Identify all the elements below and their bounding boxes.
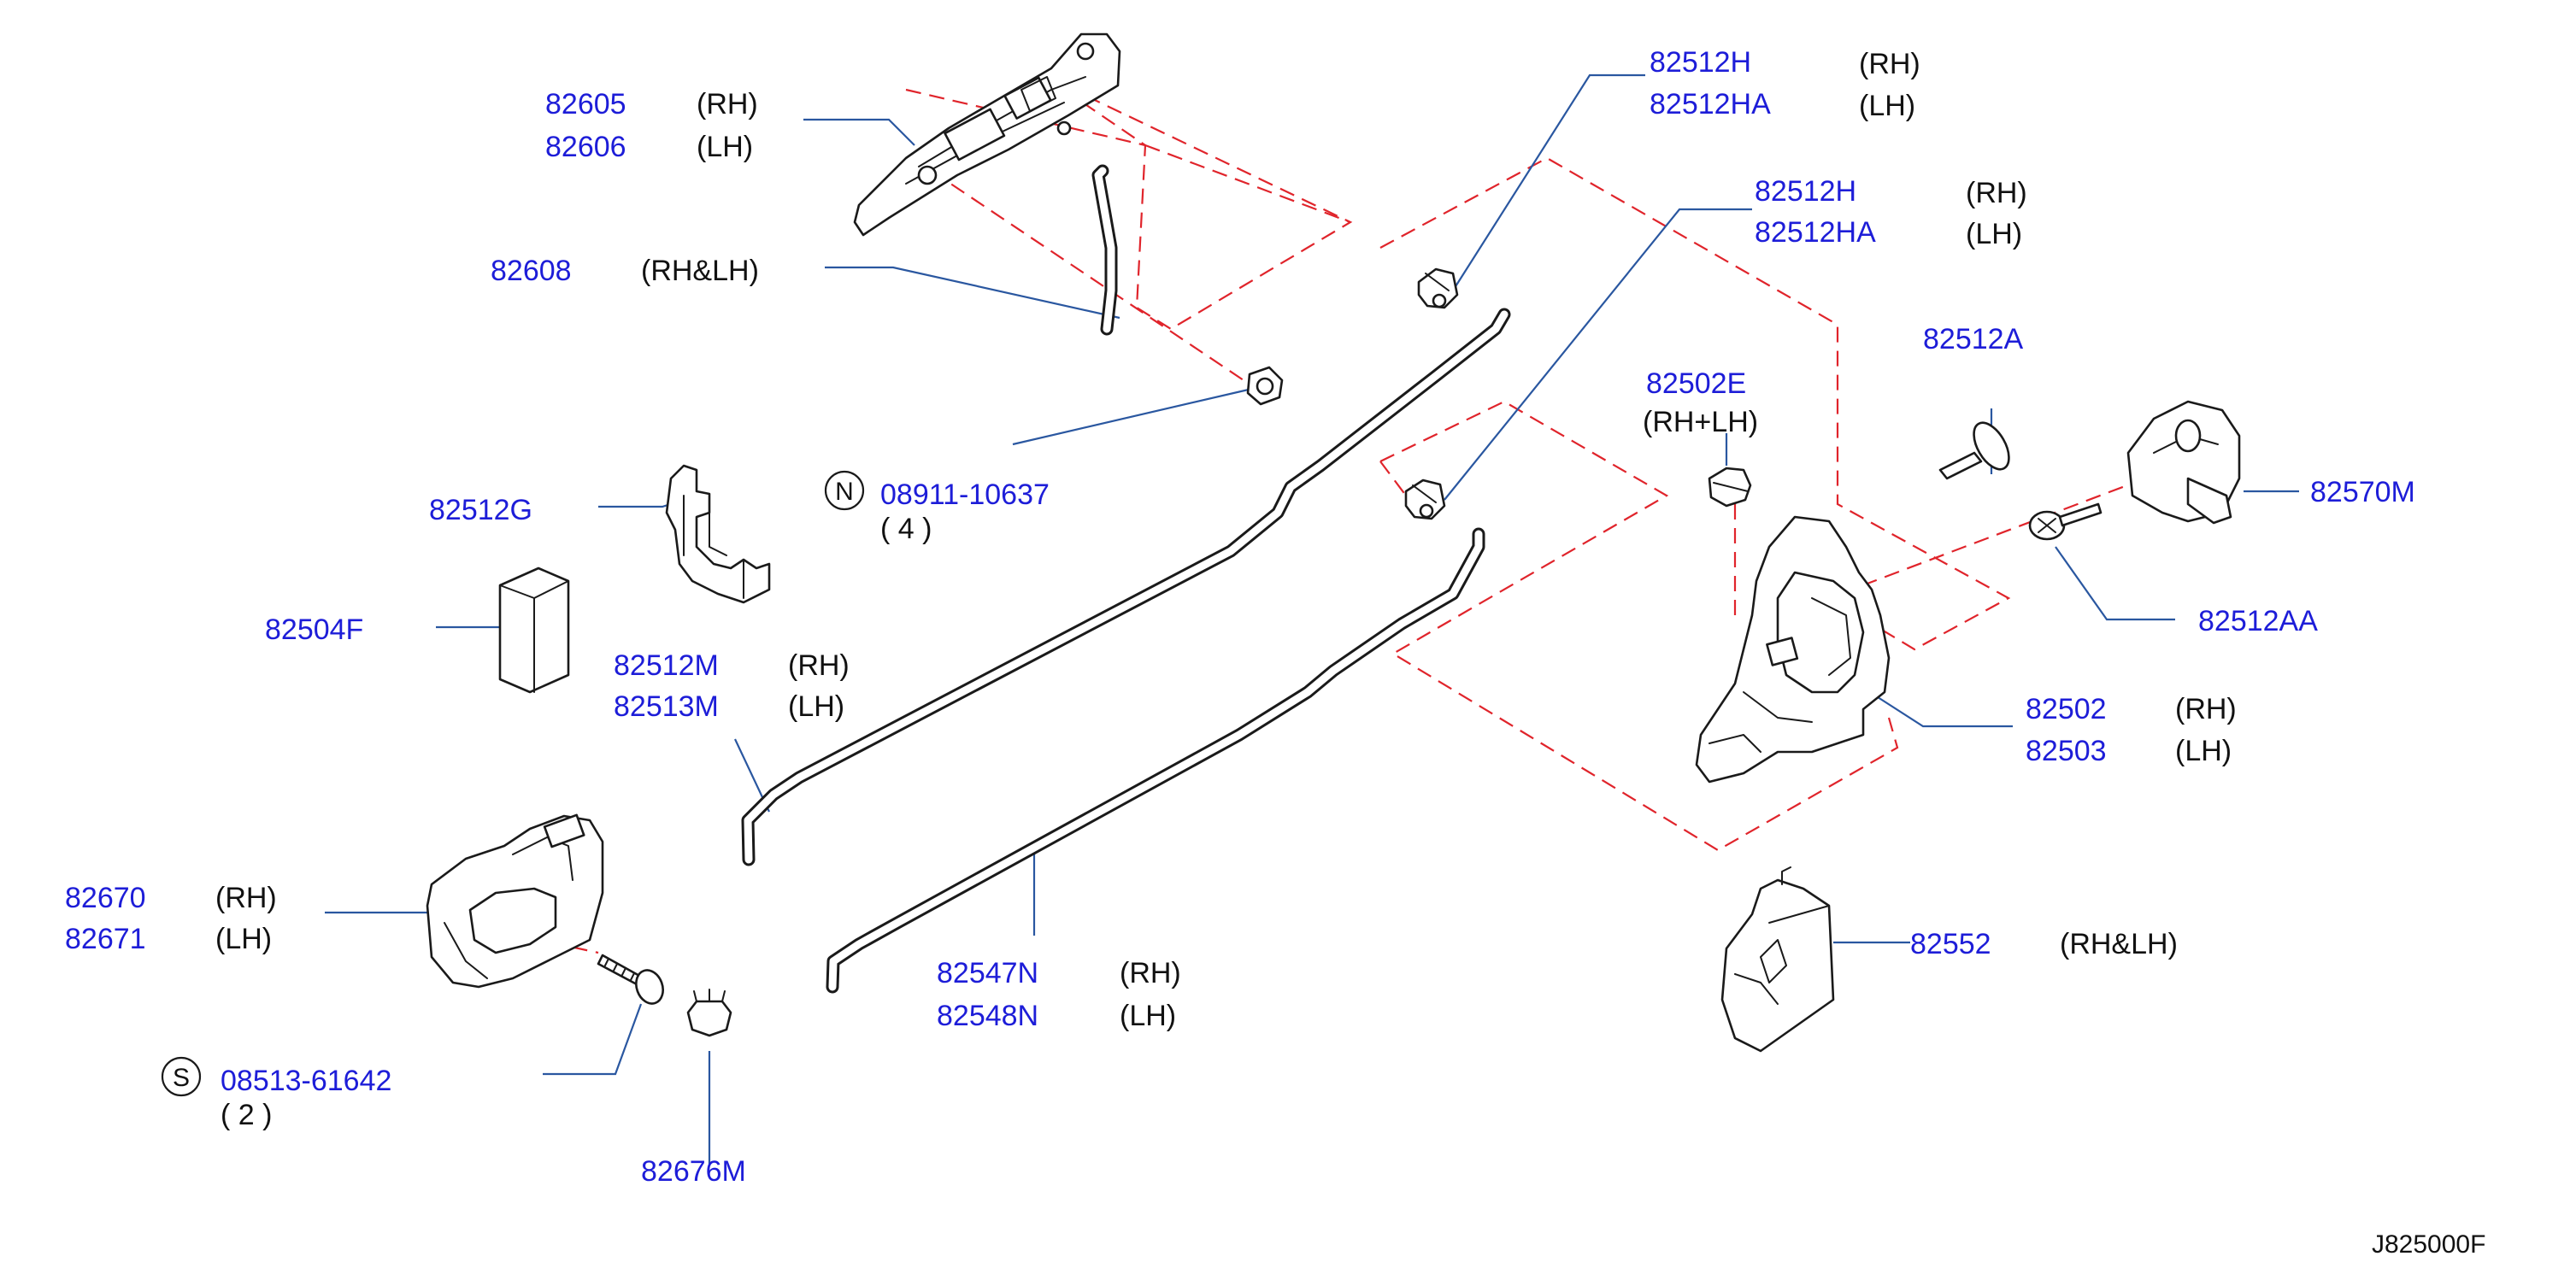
part-number-82670: 82670 [65, 882, 146, 914]
inside-handle-82670 [426, 813, 604, 989]
side-82552: (RH&LH) [2060, 928, 2178, 960]
side-82512HA-b: (LH) [1966, 218, 2022, 250]
bracket-82570M [2126, 400, 2241, 525]
fastener-type-s-label: S [173, 1064, 190, 1092]
door-lock-82502 [1695, 515, 1891, 784]
side-82502E: (RH+LH) [1643, 406, 1758, 438]
nut-08911-10637 [1246, 366, 1284, 406]
side-82512HA-a: (LH) [1859, 90, 1915, 122]
pad-82504F [498, 566, 570, 694]
part-number-82605: 82605 [545, 88, 626, 120]
side-82512H-b: (RH) [1966, 177, 2027, 209]
rod-clip-82512H-lower [1404, 478, 1446, 520]
part-number-82502: 82502 [2026, 693, 2107, 725]
part-number-82512H-a: 82512H [1650, 46, 1751, 79]
side-82606: (LH) [697, 131, 753, 163]
part-number-82504F: 82504F [265, 613, 363, 646]
part-number-82512A: 82512A [1923, 323, 2024, 355]
fastener-type-n-label: N [835, 478, 854, 506]
part-number-82547N: 82547N [937, 957, 1038, 989]
diagram-reference-code: J825000F [2372, 1230, 2485, 1259]
quantity-08911-10637: ( 4 ) [880, 513, 932, 545]
clip-82512G [665, 464, 771, 604]
part-number-82570M: 82570M [2310, 476, 2415, 508]
rod-82512M [741, 308, 1511, 866]
side-82512M: (RH) [788, 649, 850, 682]
part-number-08911-10637: 08911-10637 [880, 478, 1050, 511]
part-number-82512G: 82512G [429, 494, 532, 526]
part-number-82502E: 82502E [1646, 367, 1746, 400]
outside-handle-82605 [853, 32, 1121, 237]
part-number-82512HA-a: 82512HA [1650, 88, 1771, 120]
pin-82512A [1938, 421, 2010, 480]
part-number-82552: 82552 [1910, 928, 1991, 960]
quantity-08513-61642: ( 2 ) [221, 1099, 272, 1131]
part-number-82606: 82606 [545, 131, 626, 163]
part-number-82512HA-b: 82512HA [1755, 216, 1876, 249]
grommet-82502E [1708, 467, 1752, 508]
part-number-82512H-b: 82512H [1755, 175, 1856, 208]
side-82503: (LH) [2175, 735, 2232, 767]
clip-82676M [686, 989, 732, 1037]
screw-82512AA [2028, 502, 2103, 541]
side-82608: (RH&LH) [641, 255, 759, 287]
rod-82608 [1091, 164, 1118, 336]
assembly-dashed-lines [478, 74, 2146, 954]
part-number-82548N: 82548N [937, 1000, 1038, 1032]
side-82605: (RH) [697, 88, 758, 120]
screw-08513-61642 [597, 954, 664, 1005]
side-82670: (RH) [215, 882, 277, 914]
side-82671: (LH) [215, 923, 272, 955]
part-number-08513-61642: 08513-61642 [221, 1065, 391, 1097]
side-82512H-a: (RH) [1859, 48, 1920, 80]
part-number-82503: 82503 [2026, 735, 2107, 767]
rod-clip-82512H-upper [1417, 267, 1459, 309]
side-82513M: (LH) [788, 690, 844, 723]
callouts: 82605 (RH) 82606 (LH) 82608 (RH&LH) N 08… [65, 46, 2485, 1259]
side-82548N: (LH) [1120, 1000, 1176, 1032]
part-number-82512M: 82512M [614, 649, 719, 682]
part-number-82513M: 82513M [614, 690, 719, 723]
actuator-82552 [1720, 866, 1835, 1053]
fastener-type-n-icon [824, 470, 865, 511]
part-number-82608: 82608 [491, 255, 572, 287]
part-number-82671: 82671 [65, 923, 146, 955]
part-number-82512AA: 82512AA [2198, 605, 2318, 637]
fastener-type-s-icon [161, 1056, 202, 1097]
side-82502: (RH) [2175, 693, 2237, 725]
part-number-82676M: 82676M [641, 1155, 746, 1188]
side-82547N: (RH) [1120, 957, 1181, 989]
rod-82547N [826, 527, 1485, 994]
